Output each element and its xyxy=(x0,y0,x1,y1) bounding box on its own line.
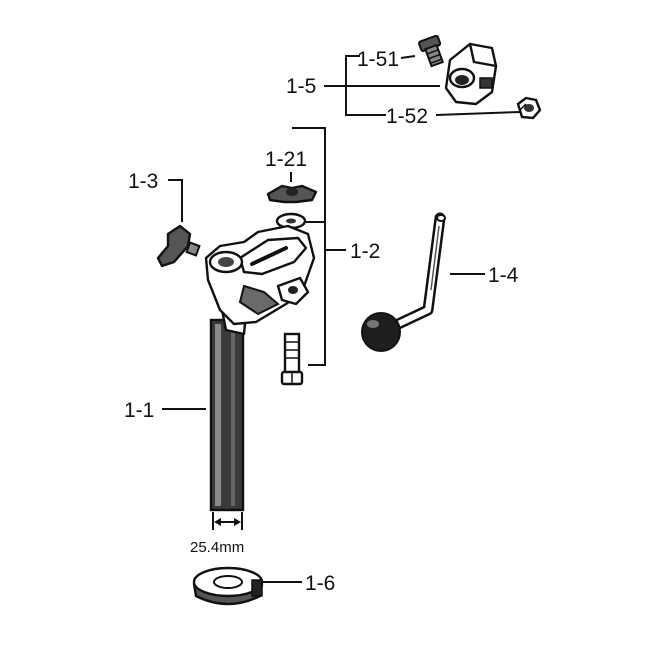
part-1-5-clamp xyxy=(444,42,498,106)
part-1-4-l-rod xyxy=(361,212,446,352)
label-1-2: 1-2 xyxy=(350,240,380,263)
bracket-1-2 xyxy=(292,127,326,366)
label-1-6: 1-6 xyxy=(305,572,335,595)
washer xyxy=(275,212,307,230)
part-labels: 1-5 1-51 1-52 1-21 1-2 1-3 1-4 1-1 1-6 2… xyxy=(124,48,519,595)
leader-lines xyxy=(162,55,521,583)
dim-arrow-left xyxy=(214,518,221,526)
label-1-5: 1-5 xyxy=(286,75,316,98)
part-1-3-wing-bolt xyxy=(156,224,201,268)
part-1-52-nut xyxy=(516,96,542,120)
leader-1-3 xyxy=(168,179,183,222)
part-1-1-tube xyxy=(209,318,245,512)
leader-1-52 xyxy=(435,111,521,116)
part-1-6-lock-ring xyxy=(192,566,264,606)
label-1-4: 1-4 xyxy=(488,264,519,287)
dim-arrow-right xyxy=(234,518,241,526)
bottom-bolt xyxy=(280,332,304,386)
label-1-51: 1-51 xyxy=(357,48,399,71)
part-1-2-holder xyxy=(204,224,316,336)
label-1-21: 1-21 xyxy=(265,148,307,171)
part-1-51-screw xyxy=(418,34,445,68)
part-1-21-wing-screw xyxy=(266,184,318,204)
label-1-52: 1-52 xyxy=(386,105,428,128)
label-1-1: 1-1 xyxy=(124,399,154,422)
label-1-3: 1-3 xyxy=(128,170,158,193)
dimension-label: 25.4mm xyxy=(190,539,244,556)
leader-1-51 xyxy=(400,55,416,59)
